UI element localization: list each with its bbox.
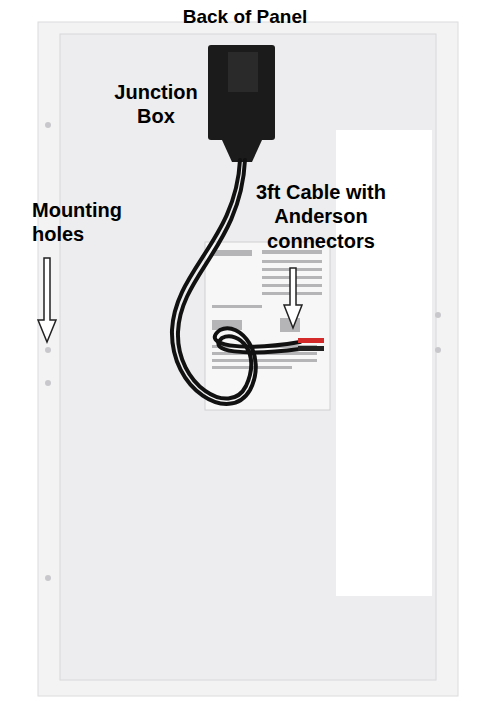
panel-backsheet: [60, 34, 436, 680]
junction-box: [208, 45, 275, 162]
spec-sticker: [205, 242, 330, 410]
panel-title: Back of Panel: [140, 5, 350, 28]
callout-arrows: [38, 258, 302, 342]
junction-box-label: Junction Box: [104, 80, 208, 129]
mounting-holes: [45, 122, 441, 581]
panel-frame: [38, 22, 458, 696]
anderson-connectors: [298, 338, 324, 351]
mounting-holes-label: Mounting holes: [32, 198, 156, 247]
cable-label: 3ft Cable with Anderson connectors: [236, 180, 406, 253]
